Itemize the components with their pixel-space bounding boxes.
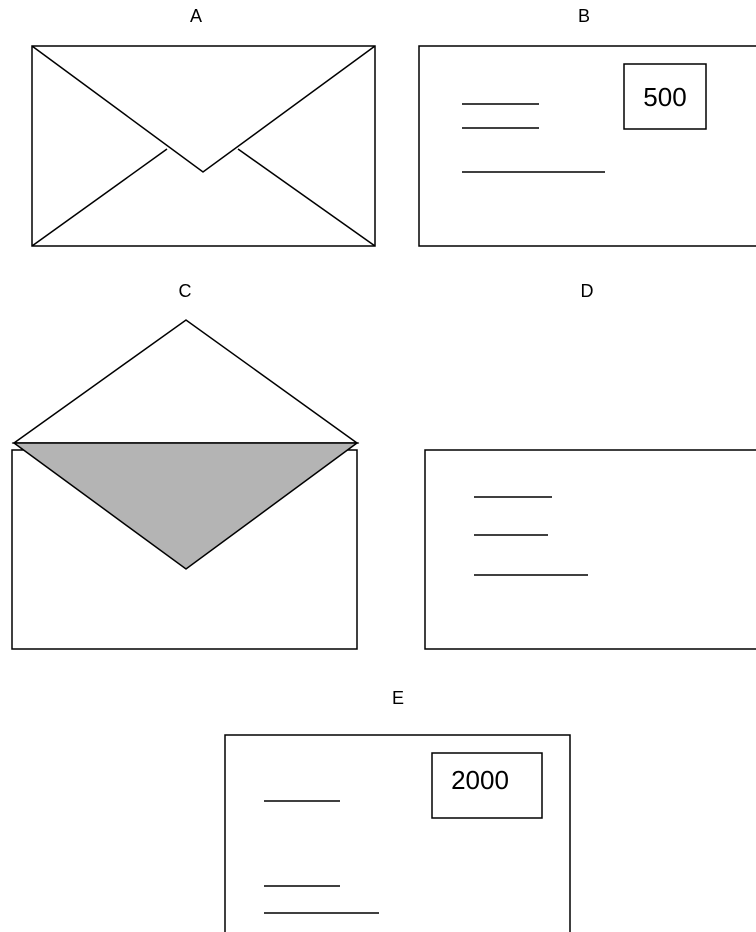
envelope-b: 500 (419, 46, 756, 246)
open-flap (14, 320, 357, 443)
label-e: E (392, 688, 404, 708)
label-b: B (578, 6, 590, 26)
stamp-value-b: 500 (643, 82, 686, 112)
envelope-a (32, 46, 375, 246)
envelope-e: 2000 (225, 735, 570, 932)
label-a: A (190, 6, 202, 26)
stamp-value-e: 2000 (451, 765, 509, 795)
envelope-c (12, 320, 357, 649)
envelope-d (425, 450, 756, 649)
label-c: C (179, 281, 192, 301)
label-d: D (581, 281, 594, 301)
